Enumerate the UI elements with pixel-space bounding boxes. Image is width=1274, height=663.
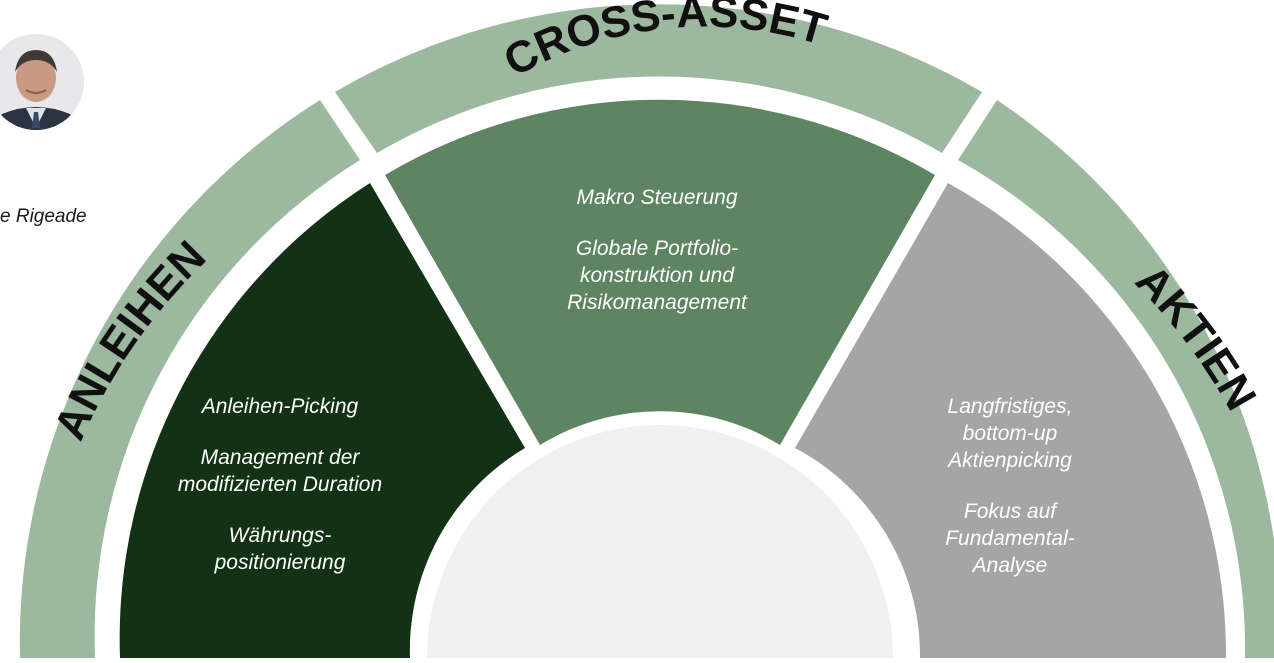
outer-ring-right <box>958 100 1274 658</box>
person-name: e Rigeade <box>0 206 87 227</box>
cross-asset-text: Makro Steuerung Globale Portfolio- konst… <box>517 184 797 340</box>
aktien-item: Langfristiges, bottom-up Aktienpicking <box>947 395 1073 472</box>
aktien-item: Fokus auf Fundamental- Analyse <box>945 500 1075 577</box>
cross-asset-item: Globale Portfolio- konstruktion und Risi… <box>567 237 747 314</box>
anleihen-item: Management der modifizierten Duration <box>177 446 383 496</box>
anleihen-item: Anleihen-Picking <box>201 395 359 418</box>
cross-asset-item: Makro Steuerung <box>576 186 738 209</box>
person-photo-icon <box>0 34 84 130</box>
anleihen-item: Währungs- positionierung <box>214 524 346 574</box>
center-circle <box>427 425 893 658</box>
segment-cross-asset <box>385 99 935 445</box>
outer-ring-top <box>335 4 982 154</box>
anleihen-text: Anleihen-Picking Management der modifizi… <box>140 393 420 600</box>
segment-anleihen <box>119 183 525 658</box>
aktien-text: Langfristiges, bottom-up Aktienpicking F… <box>900 393 1120 603</box>
outer-ring-left <box>19 100 361 658</box>
segment-aktien <box>795 183 1227 658</box>
avatar <box>0 34 84 130</box>
